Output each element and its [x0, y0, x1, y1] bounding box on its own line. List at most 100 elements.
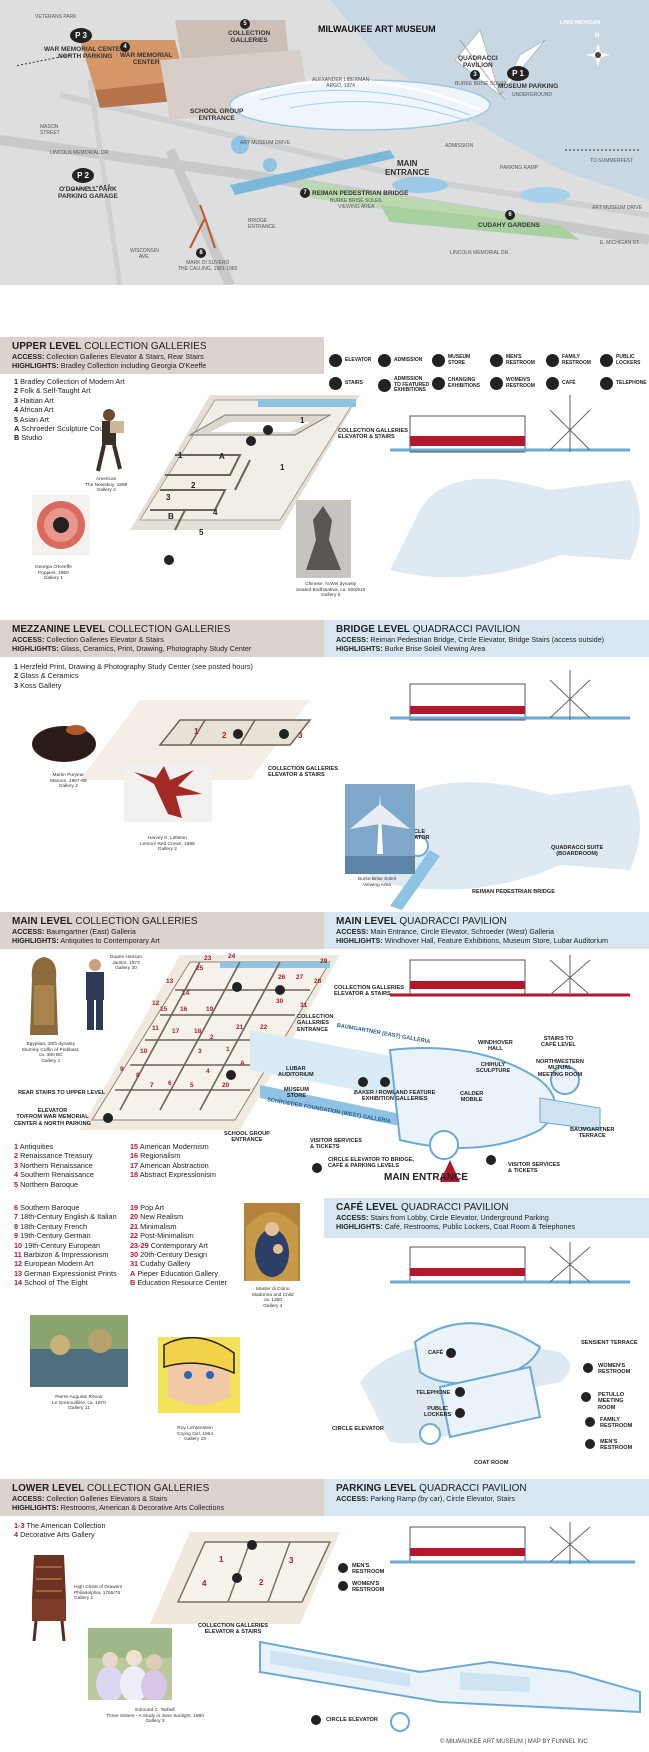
- legend-item: WOMEN'S RESTROOM: [490, 377, 535, 390]
- mainq-windhover-label: WINDHOVER HALL: [478, 1040, 513, 1053]
- gallery-list-item: 23-29 Contemporary Art: [130, 1241, 227, 1250]
- upper-title-bold: UPPER LEVEL: [12, 341, 82, 352]
- museum-store-icon: [432, 354, 445, 367]
- gallery-number: 12: [14, 1259, 23, 1269]
- gallery-number: 23-29: [130, 1240, 149, 1250]
- gallery-list-item: 30 20th-Century Design: [130, 1250, 227, 1259]
- map-label-liberman: ALEXANDER LIBERMAN ARGO, 1974: [312, 77, 370, 89]
- womens-restroom-icon: [490, 377, 503, 390]
- cafe-title-rest: QUADRACCI PAVILION: [401, 1202, 509, 1213]
- legend-label: PUBLIC LOCKERS: [616, 353, 641, 366]
- pin-4[interactable]: 4: [120, 42, 130, 52]
- mezz-elevator-label: COLLECTION GALLERIES ELEVATOR & STAIRS: [268, 766, 338, 779]
- caption-crown: Harvey K. Littleton Lemon/ Red Crown, 19…: [140, 836, 195, 853]
- gallery-list-item: 13 German Expressionist Prints: [14, 1269, 117, 1278]
- pin-8-badge: 8: [196, 248, 206, 258]
- pin-p2[interactable]: P 2: [72, 168, 94, 183]
- main-pavilion-plan: [250, 1030, 601, 1182]
- upper-floor-num-2: 2: [191, 481, 196, 490]
- pin-8[interactable]: 8: [196, 248, 206, 258]
- caption-grenouillere: Pierre-Auguste Renoir Le Grenouillère, c…: [52, 1395, 106, 1412]
- map-label-collection-galleries: COLLECTION GALLERIES: [228, 30, 271, 44]
- main-elevator-label: COLLECTION GALLERIES ELEVATOR & STAIRS: [334, 985, 404, 998]
- legend-item: FAMILY RESTROOM: [546, 354, 591, 367]
- gallery-number: 2: [14, 1151, 19, 1161]
- gallery-number: A: [14, 424, 20, 434]
- upper-floor-num-1b: 1: [178, 451, 183, 460]
- gallery-number: 15: [130, 1142, 139, 1151]
- mezz-highlights: Glass, Ceramics, Print, Drawing, Photogr…: [60, 644, 252, 653]
- gallery-number: 5: [14, 1179, 19, 1189]
- mezz-title-bold: MEZZANINE LEVEL: [12, 624, 106, 635]
- artwork-janitor: [80, 958, 110, 1033]
- cafe-family-label: FAMILY RESTROOM: [600, 1417, 633, 1430]
- gallery-list-item: 11 Barbizon & Impressionism: [14, 1250, 117, 1259]
- gallery-number: 3: [14, 1160, 19, 1170]
- gallery-list-item: 19 Pop Art: [130, 1203, 227, 1212]
- main-title-bold: MAIN LEVEL: [12, 916, 73, 927]
- main-rear-stairs-label: REAR STAIRS TO UPPER LEVEL: [18, 1090, 106, 1096]
- main-school-group-label: SCHOOL GROUP ENTRANCE: [224, 1131, 270, 1144]
- upper-rear-stairs-icon: [164, 555, 174, 565]
- gallery-list-item: 20 New Realism: [130, 1212, 227, 1221]
- caption-janitor: Duane Hanson Janitor, 1973 Gallery 20: [110, 955, 143, 972]
- main-floor-number: 15: [160, 1006, 168, 1013]
- elevator-icon: [329, 354, 342, 367]
- pin-p3[interactable]: P 3: [70, 28, 92, 43]
- pin-p1[interactable]: P 1: [507, 66, 529, 81]
- main-floor-number: 28: [314, 978, 322, 985]
- cafe-womens-label: WOMEN'S RESTROOM: [598, 1363, 631, 1376]
- main-floor-number: 10: [140, 1048, 148, 1055]
- gallery-list-item: 14 School of The Eight: [14, 1278, 117, 1287]
- gallery-name: 18th-Century English & Italian: [20, 1212, 117, 1222]
- gallery-number: 1: [14, 377, 19, 386]
- gallery-list-item: 1 Antiquities: [14, 1142, 94, 1151]
- mezz-title-rest: COLLECTION GALLERIES: [108, 624, 231, 635]
- gallery-name: 18th-Century French: [20, 1221, 88, 1231]
- parking-access-label: ACCESS:: [336, 1494, 369, 1503]
- main-floor-number: 7: [150, 1082, 154, 1089]
- caption-madonna: Master di Ciòno Madonna and Child ca. 13…: [252, 1287, 294, 1309]
- main-access-label: ACCESS:: [12, 927, 45, 936]
- gallery-list-item: 3 Haitian Art: [14, 396, 125, 405]
- mainq-chihuly-label: CHIHULY SCULPTURE: [476, 1062, 511, 1075]
- pin-6[interactable]: 6: [505, 210, 515, 220]
- gallery-number: 4: [14, 405, 19, 415]
- artwork-grenouillere: [30, 1315, 128, 1387]
- parking-level-header: PARKING LEVEL QUADRACCI PAVILION ACCESS:…: [324, 1479, 649, 1516]
- gallery-number: 18: [130, 1170, 139, 1180]
- legend-label: FAMILY RESTROOM: [562, 353, 591, 366]
- pin-4-badge: 4: [120, 42, 130, 52]
- cafe-womens-icon: [583, 1363, 593, 1373]
- bridge-reiman-label: REIMAN PEDESTRIAN BRIDGE: [472, 889, 555, 895]
- gallery-list-item: 4 African Art: [14, 405, 125, 414]
- main-war-elevator-icon: [103, 1113, 113, 1123]
- artwork-bodhisattva: [296, 500, 351, 578]
- cafe-access: Stairs from Lobby, Circle Elevator, Unde…: [370, 1213, 549, 1222]
- cafe-highlights: Café, Restrooms, Public Lockers, Coat Ro…: [384, 1222, 576, 1231]
- cafe-circle-elevator-label: CIRCLE ELEVATOR: [332, 1426, 384, 1432]
- gallery-list-item: 31 Cudahy Gallery: [130, 1259, 227, 1268]
- main-floor-plan: [80, 955, 340, 1130]
- gallery-name: School of The Eight: [24, 1278, 88, 1288]
- main-stairs-icon: [275, 985, 285, 995]
- parking-circle-elevator-icon: [311, 1715, 321, 1725]
- pin-p2-badge: P 2: [72, 168, 94, 183]
- lower-title-rest: COLLECTION GALLERIES: [87, 1483, 210, 1494]
- legend-label: MUSEUM STORE: [448, 353, 471, 366]
- bridge-quadracci-suite-label: QUADRACCI SUITE (BOARDROOM): [551, 845, 604, 858]
- mainq-highlights: Windhover Hall, Feature Exhibitions, Mus…: [384, 936, 609, 945]
- lower-elevator-label: COLLECTION GALLERIES ELEVATOR & STAIRS: [198, 1623, 268, 1636]
- main-floor-number: 27: [296, 974, 304, 981]
- upper-floor-num-4: 4: [213, 508, 218, 517]
- lower-womens-icon: [338, 1581, 348, 1591]
- cafe-petullo-icon: [581, 1392, 591, 1402]
- upper-floor-num-b: B: [168, 512, 174, 521]
- pin-5[interactable]: 5: [240, 19, 250, 29]
- pin-7[interactable]: 7: [300, 188, 310, 198]
- artwork-madonna: [244, 1203, 300, 1281]
- pin-3[interactable]: 3: [470, 70, 480, 80]
